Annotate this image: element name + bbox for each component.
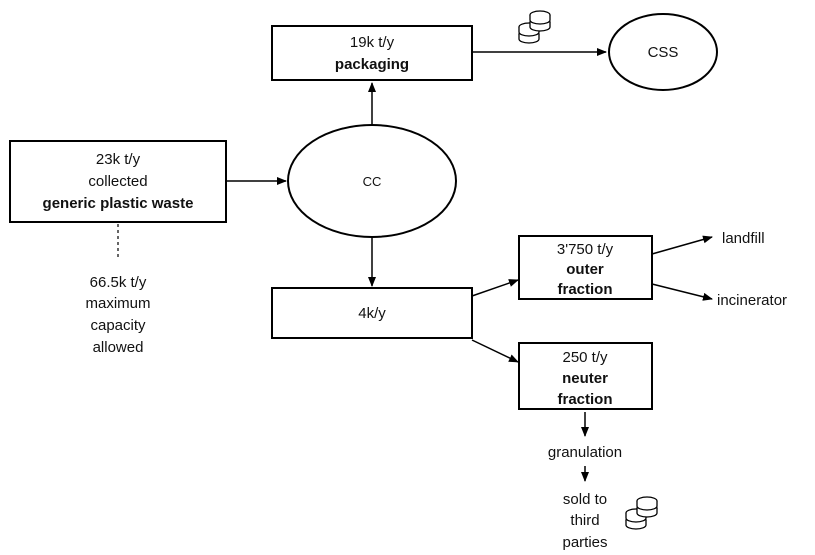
packaging-label: packaging [335,56,409,73]
collected-label: collected [88,173,147,190]
edge-outer-to-incinerator [651,283,713,301]
collected-amount: 23k t/y [96,151,141,168]
sold-line2: third [570,512,599,529]
node-outer-fraction: 3'750 t/y outer fraction [518,235,653,300]
packaging-amount: 19k t/y [350,34,395,51]
node-capacity: 66.5k t/y maximum capacity allowed [85,274,150,356]
neuter-amount: 250 t/y [562,349,608,366]
capacity-amount: 66.5k t/y [90,274,147,291]
node-mixed: 4k/y [271,287,473,339]
neuter-label: neuter [562,370,608,387]
node-cc: CC [287,124,457,238]
node-sold: sold to third parties [562,491,607,551]
node-collected: 23k t/y collected generic plastic waste [9,140,227,223]
outer-label: outer [566,261,604,278]
edge-mixed-to-outer [471,279,519,297]
css-label: CSS [648,44,679,61]
node-css: CSS [608,13,718,91]
granulation-label: granulation [548,444,622,461]
capacity-line2: maximum [85,295,150,312]
edge-mixed-to-neuter [471,339,519,363]
cc-label: CC [363,174,382,189]
coins-stack-icon [518,10,551,44]
edges [117,48,713,482]
sold-line3: parties [562,534,607,551]
collected-material: generic plastic waste [43,195,194,212]
landfill-label: landfill [722,230,765,247]
coins-stack-icon [625,496,658,530]
edge-outer-to-landfill [651,235,713,255]
capacity-line3: capacity [90,317,146,334]
incinerator-label: incinerator [717,292,787,309]
outer-label-2: fraction [557,281,612,298]
sold-line1: sold to [563,491,607,508]
outer-amount: 3'750 t/y [557,241,614,258]
node-packaging: 19k t/y packaging [271,25,473,81]
mixed-label: 4k/y [358,305,386,322]
node-neuter-fraction: 250 t/y neuter fraction [518,342,653,410]
neuter-label-2: fraction [557,391,612,408]
capacity-line4: allowed [93,339,144,356]
